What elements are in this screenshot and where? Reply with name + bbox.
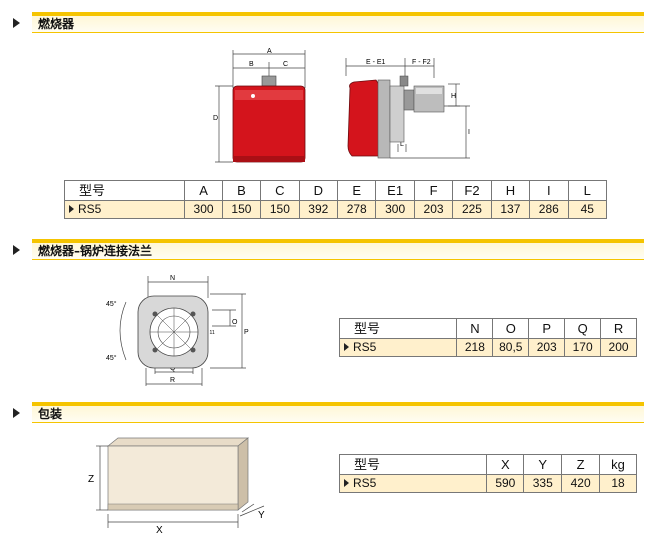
value-cell: 45 (567, 200, 608, 219)
dim-label-b: B (249, 61, 254, 68)
table-row: RS5 590 335 420 18 (338, 474, 637, 493)
packaging-diagram: Z X Y (88, 437, 265, 534)
header-cell: F (413, 180, 454, 201)
model-name: RS5 (353, 476, 377, 490)
value-cell: 278 (336, 200, 377, 219)
header-cell: F2 (452, 180, 492, 201)
flange-diagram: N O P Q R 45° 45° M 11 (106, 275, 249, 386)
dim-label-y: Y (258, 510, 265, 521)
table-row: RS5 218 80,5 203 170 200 (338, 338, 637, 357)
header-cell: R (600, 318, 637, 339)
value-cell: 392 (298, 200, 339, 219)
bolt-size-label: M 11 (204, 330, 215, 336)
dim-label-i: I (468, 129, 470, 136)
header-cell: E (336, 180, 377, 201)
header-cell: L (567, 180, 608, 201)
header-cell: A (184, 180, 223, 201)
burner-front-diagram: A B C D (213, 48, 306, 163)
dim-label-e-e1: E - E1 (366, 59, 386, 66)
dim-label-l: L (400, 141, 404, 148)
value-cell: 200 (600, 338, 637, 357)
value-cell: 150 (221, 200, 262, 219)
dim-label-d: D (213, 115, 218, 122)
model-cell: RS5 (63, 200, 186, 219)
angle-label-top: 45° (106, 300, 117, 308)
value-cell: 420 (561, 474, 601, 493)
header-cell: E1 (375, 180, 415, 201)
table-row: RS5 300 150 150 392 278 300 203 225 137 … (63, 200, 608, 219)
header-cell: D (298, 180, 339, 201)
value-cell: 137 (490, 200, 531, 219)
header-cell: Y (523, 454, 563, 475)
table-header-row: 型号 A B C D E E1 F F2 H I L (63, 180, 608, 201)
dim-label-n: N (170, 275, 175, 282)
section-arrow-icon (13, 408, 20, 418)
header-cell: P (528, 318, 566, 339)
header-cell: Z (561, 454, 601, 475)
dim-label-o: O (232, 319, 238, 326)
value-cell: 225 (452, 200, 492, 219)
section-arrow-icon (13, 245, 20, 255)
row-arrow-icon (69, 205, 74, 213)
header-cell: Q (564, 318, 602, 339)
header-cell: C (260, 180, 300, 201)
header-cell: I (529, 180, 569, 201)
value-cell: 80,5 (492, 338, 530, 357)
header-cell: N (456, 318, 494, 339)
burner-side-diagram: E - E1 F - F2 H I L (345, 58, 470, 159)
section-header-packaging: 包装 (0, 402, 662, 424)
section-header-flange: 燃烧器–锅炉连接法兰 (0, 239, 662, 261)
section-title: 燃烧器 (38, 17, 75, 31)
value-cell: 335 (523, 474, 563, 493)
value-cell: 203 (528, 338, 566, 357)
section-header-burner: 燃烧器 (0, 12, 662, 34)
dim-label-p: P (244, 329, 249, 336)
section-title: 燃烧器–锅炉连接法兰 (38, 244, 153, 258)
value-cell: 18 (599, 474, 637, 493)
header-cell: 型号 (63, 180, 186, 201)
value-cell: 286 (529, 200, 569, 219)
row-arrow-icon (344, 343, 349, 351)
value-cell: 203 (413, 200, 454, 219)
burner-dimensions-table: 型号 A B C D E E1 F F2 H I L RS5 300 150 1… (63, 180, 608, 219)
dim-label-z: Z (88, 474, 94, 485)
table-header-row: 型号 X Y Z kg (338, 454, 637, 475)
section-title: 包装 (38, 407, 63, 421)
header-cell: kg (599, 454, 637, 475)
model-cell: RS5 (338, 474, 488, 493)
dim-label-x: X (156, 525, 163, 534)
header-cell: B (221, 180, 262, 201)
model-name: RS5 (353, 340, 377, 354)
value-cell: 150 (260, 200, 300, 219)
dim-label-a: A (267, 48, 272, 55)
value-cell: 590 (486, 474, 525, 493)
dim-label-f-f2: F - F2 (412, 59, 431, 66)
dim-label-h: H (451, 93, 456, 100)
header-cell: O (492, 318, 530, 339)
header-cell: 型号 (338, 454, 488, 475)
model-cell: RS5 (338, 338, 458, 357)
dim-label-r: R (170, 377, 175, 384)
row-arrow-icon (344, 479, 349, 487)
angle-label-bottom: 45° (106, 354, 117, 362)
header-cell: 型号 (338, 318, 458, 339)
header-cell: H (490, 180, 531, 201)
dim-label-c: C (283, 61, 288, 68)
value-cell: 218 (456, 338, 494, 357)
value-cell: 170 (564, 338, 602, 357)
packaging-dimensions-table: 型号 X Y Z kg RS5 590 335 420 18 (338, 454, 637, 493)
dim-label-q: Q (170, 365, 176, 372)
section-arrow-icon (13, 18, 20, 28)
flange-dimensions-table: 型号 N O P Q R RS5 218 80,5 203 170 200 (338, 318, 637, 357)
table-header-row: 型号 N O P Q R (338, 318, 637, 339)
value-cell: 300 (375, 200, 415, 219)
header-cell: X (486, 454, 525, 475)
value-cell: 300 (184, 200, 223, 219)
model-name: RS5 (78, 202, 102, 216)
